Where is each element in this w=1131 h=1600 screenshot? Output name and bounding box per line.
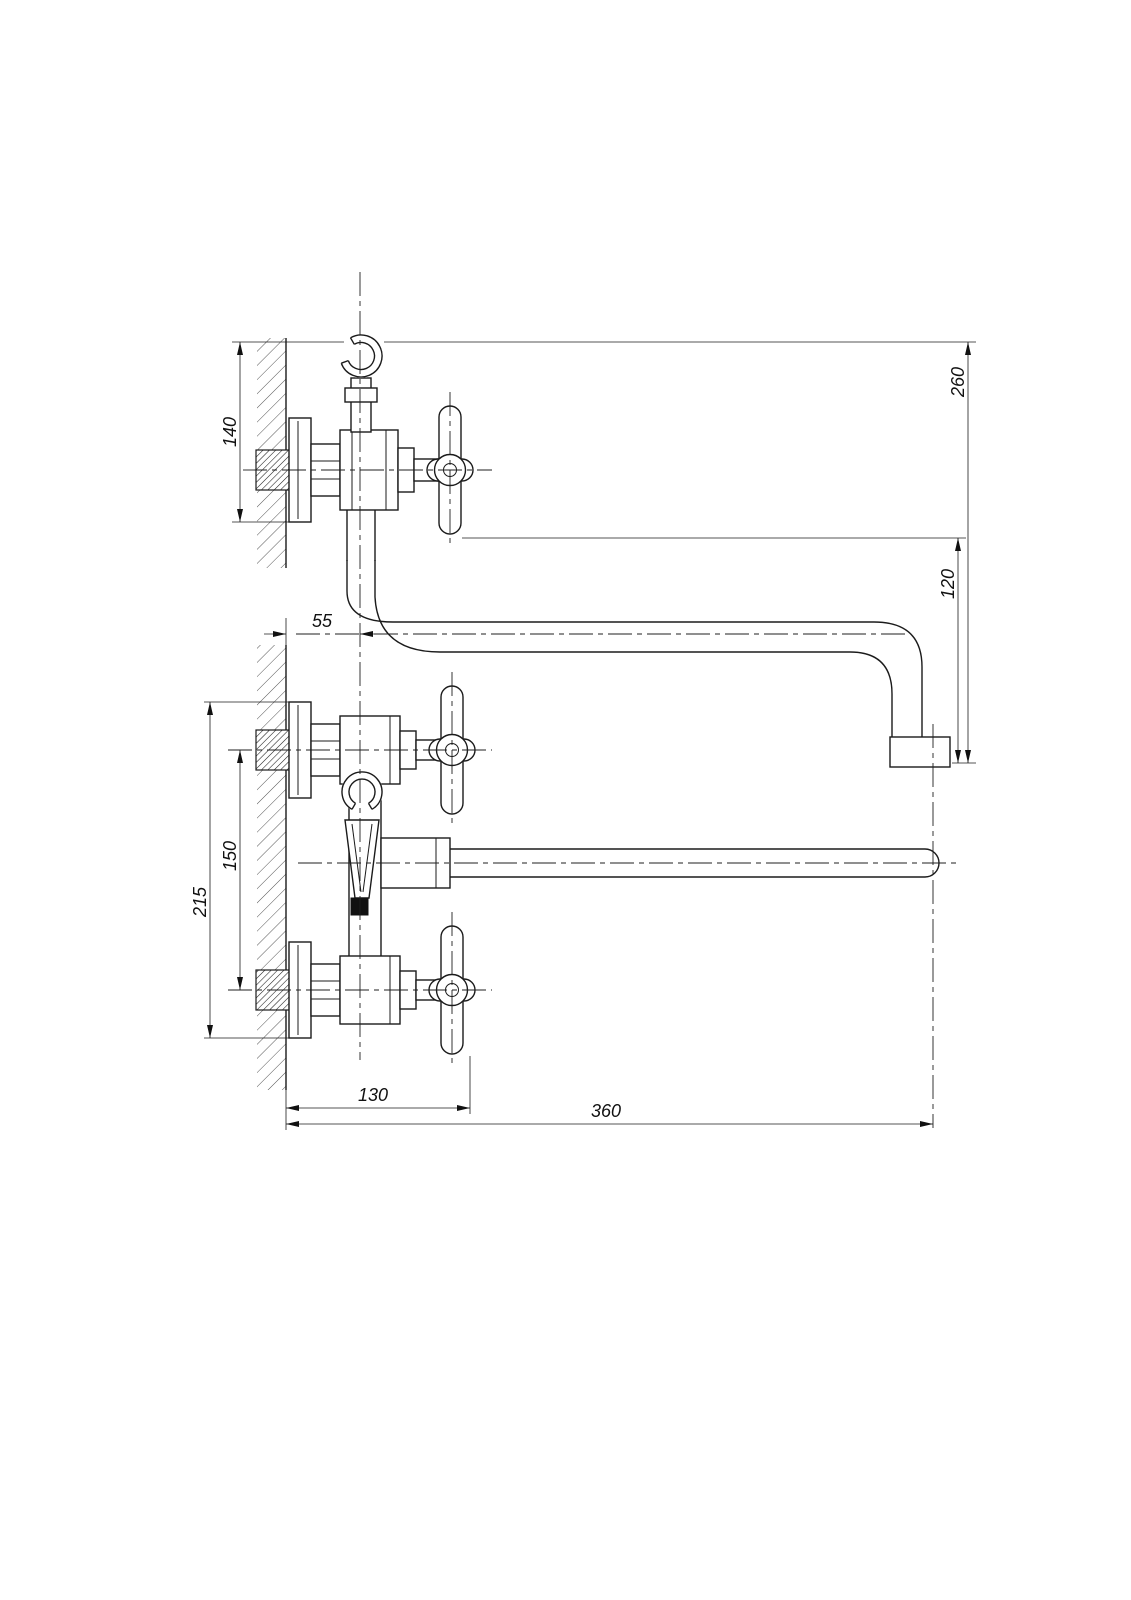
centerlines (228, 272, 958, 1128)
diverter-knob (350, 897, 369, 916)
dimension-130: 130 (286, 1085, 470, 1111)
dim-label-140: 140 (220, 417, 240, 447)
dimension-140: 140 (220, 342, 243, 522)
dimension-annotations: 140 260 120 55 150 215 130 360 (190, 341, 976, 1130)
shower-holder-top-view (339, 334, 383, 378)
spout-nozzle (889, 736, 951, 768)
dimension-120: 120 (938, 538, 961, 763)
diverter-cone (344, 819, 380, 916)
dim-label-150: 150 (220, 841, 240, 871)
dimension-215: 215 (190, 702, 213, 1038)
dimension-55: 55 (264, 611, 382, 637)
wall-section-bottom (257, 645, 287, 1090)
wall-hatch-bottom (257, 645, 286, 1090)
spout-top-view (346, 510, 951, 768)
dimension-260: 260 (948, 342, 971, 763)
neck-top-view (350, 377, 372, 433)
dim-label-215: 215 (190, 886, 210, 918)
dim-label-120: 120 (938, 569, 958, 599)
dimension-150: 150 (220, 750, 243, 990)
dim-label-130: 130 (358, 1085, 388, 1105)
dim-label-55: 55 (312, 611, 333, 631)
dim-label-360: 360 (591, 1101, 621, 1121)
dimension-360: 360 (286, 1101, 933, 1127)
neck-collar-top-view (344, 387, 378, 403)
shower-hook-front-view (341, 771, 383, 813)
dim-label-260: 260 (948, 367, 968, 398)
